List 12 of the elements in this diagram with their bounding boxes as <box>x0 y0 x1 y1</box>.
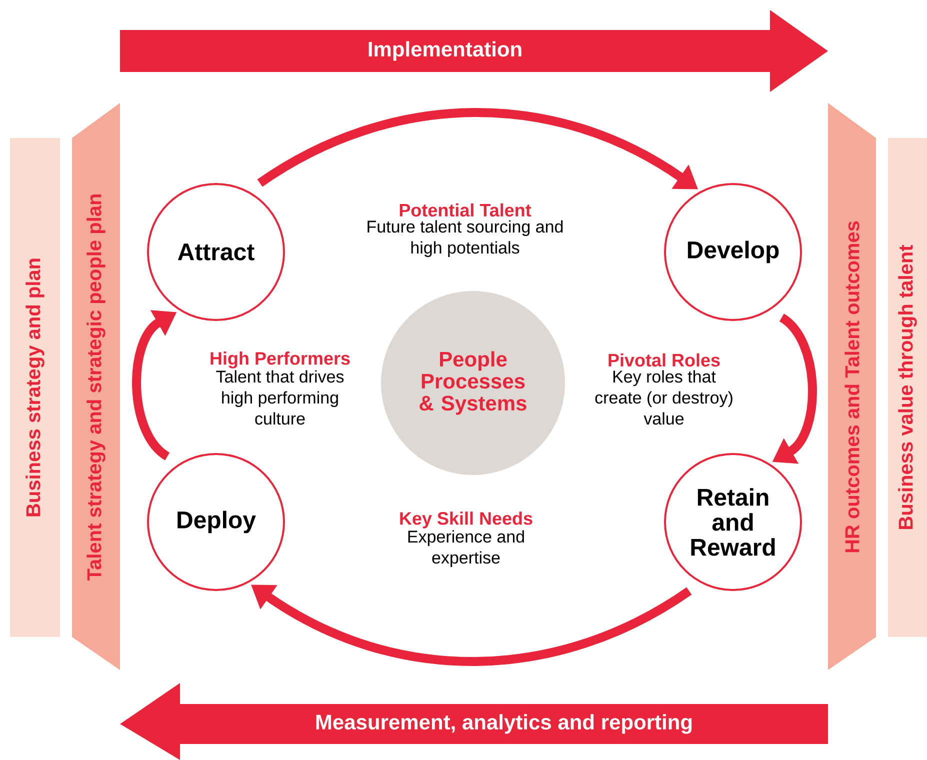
label-text: Experience and expertise <box>408 530 524 568</box>
label-text: Talent that drives high performing culture <box>216 370 344 425</box>
side-band: Business strategy and plan <box>10 138 60 637</box>
side-band: HR outcomes and Talent outcomes <box>828 103 876 670</box>
label-heading: Potential Talent <box>400 203 532 217</box>
label-heading: Key Skill Needs <box>400 512 532 528</box>
label-heading: Pivotal Roles <box>608 353 720 367</box>
label-text: Future talent sourcing and high potentials <box>368 220 563 258</box>
side-band: Business value through talent <box>888 138 927 637</box>
label-text: Key roles that create (or destroy) value <box>595 370 732 425</box>
side-band: Talent strategy and strategic people plan <box>72 103 120 670</box>
label-heading: High Performers <box>210 352 350 368</box>
